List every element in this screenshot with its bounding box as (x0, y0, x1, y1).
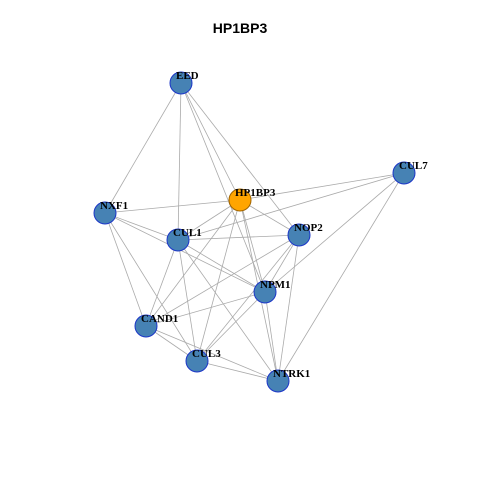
node-label-ntrk1: NTRK1 (273, 368, 310, 380)
node-label-cul7: CUL7 (399, 160, 428, 172)
edge-npm1-ntrk1 (264, 291, 279, 382)
edge-cand1-ntrk1 (145, 325, 279, 382)
node-ntrk1 (266, 369, 290, 393)
edge-nop2-ntrk1 (277, 234, 300, 382)
node-cul1 (166, 228, 190, 252)
node-label-cand1: CAND1 (141, 313, 178, 325)
edge-nop2-cul3 (196, 234, 300, 362)
edge-nxf1-cul1 (104, 212, 179, 241)
node-npm1 (253, 280, 277, 304)
edge-hp1bp3-cul3 (196, 199, 241, 362)
node-label-npm1: NPM1 (260, 279, 291, 291)
node-cand1 (134, 314, 158, 338)
nodes-layer (93, 71, 416, 393)
edge-hp1bp3-cand1 (145, 199, 241, 327)
edge-cul7-cul1 (177, 172, 405, 241)
node-cul3 (185, 349, 209, 373)
edge-eed-nop2 (180, 82, 300, 236)
edge-eed-nxf1 (104, 82, 182, 214)
node-label-hp1bp3: HP1BP3 (235, 187, 276, 199)
node-nxf1 (93, 201, 117, 225)
edge-eed-cul1 (177, 82, 182, 241)
edge-hp1bp3-npm1 (239, 199, 266, 293)
edge-cul7-ntrk1 (277, 172, 405, 382)
graph-title: HP1BP3 (212, 20, 268, 36)
edge-eed-hp1bp3 (180, 82, 241, 201)
edge-nxf1-cand1 (104, 212, 147, 327)
edge-cul3-ntrk1 (196, 360, 279, 382)
edge-cul1-cul3 (177, 239, 198, 362)
edge-nxf1-cul3 (104, 212, 198, 362)
edge-cul1-cand1 (145, 239, 179, 327)
node-label-nxf1: NXF1 (100, 200, 128, 212)
node-eed (169, 71, 193, 95)
edge-npm1-cul3 (196, 291, 266, 362)
node-hp1bp3 (228, 188, 252, 212)
node-cul7 (392, 161, 416, 185)
edge-nxf1-npm1 (104, 212, 266, 293)
edge-hp1bp3-nxf1 (104, 199, 241, 214)
edge-hp1bp3-cul1 (177, 199, 241, 241)
edge-cul1-ntrk1 (177, 239, 279, 382)
edge-eed-npm1 (180, 82, 266, 293)
node-label-nop2: NOP2 (294, 222, 323, 234)
node-label-eed: EED (176, 70, 199, 82)
edge-nop2-cand1 (145, 234, 300, 327)
edges-layer (104, 82, 405, 382)
node-label-cul3: CUL3 (192, 348, 221, 360)
node-nop2 (287, 223, 311, 247)
edge-npm1-cand1 (145, 291, 266, 327)
edge-cul1-nop2 (177, 234, 300, 241)
edge-cul7-npm1 (264, 172, 405, 293)
node-label-cul1: CUL1 (173, 227, 202, 239)
edge-hp1bp3-cul7 (239, 172, 405, 201)
edge-cul1-npm1 (177, 239, 266, 293)
